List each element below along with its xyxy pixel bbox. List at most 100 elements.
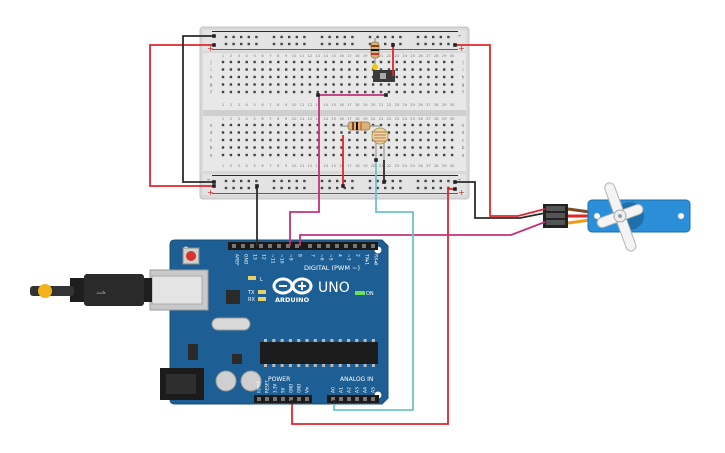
breadboard-hole[interactable] bbox=[348, 138, 351, 142]
breadboard-hole[interactable] bbox=[332, 83, 335, 86]
breadboard-hole[interactable] bbox=[411, 138, 414, 142]
breadboard-hole[interactable] bbox=[387, 68, 391, 71]
photoresistor-series-resistor[interactable] bbox=[340, 121, 380, 131]
rail-hole[interactable] bbox=[399, 186, 402, 190]
rail-hole[interactable] bbox=[288, 186, 291, 190]
breadboard-hole[interactable] bbox=[253, 123, 256, 127]
rail-hole[interactable] bbox=[224, 35, 228, 39]
breadboard-hole[interactable] bbox=[261, 68, 264, 71]
breadboard-hole[interactable] bbox=[435, 83, 438, 86]
power-pin-hole[interactable] bbox=[297, 397, 301, 401]
rail-hole[interactable] bbox=[384, 35, 387, 39]
rail-hole[interactable] bbox=[288, 35, 291, 39]
breadboard-hole[interactable] bbox=[356, 90, 359, 94]
breadboard-hole[interactable] bbox=[292, 90, 296, 94]
breadboard-hole[interactable] bbox=[308, 146, 312, 149]
breadboard-hole[interactable] bbox=[292, 60, 296, 64]
breadboard-hole[interactable] bbox=[245, 153, 248, 157]
breadboard-hole[interactable] bbox=[277, 123, 280, 127]
rail-hole[interactable] bbox=[399, 42, 402, 46]
breadboard-hole[interactable] bbox=[364, 138, 367, 142]
breadboard-hole[interactable] bbox=[411, 123, 414, 127]
breadboard-hole[interactable] bbox=[387, 123, 391, 127]
rail-hole[interactable] bbox=[240, 42, 243, 46]
breadboard-hole[interactable] bbox=[427, 83, 430, 86]
analog-pin-hole[interactable] bbox=[363, 397, 367, 401]
breadboard-hole[interactable] bbox=[324, 75, 327, 79]
power-pin-hole[interactable] bbox=[289, 397, 293, 401]
breadboard-hole[interactable] bbox=[277, 83, 280, 86]
breadboard-hole[interactable] bbox=[253, 83, 256, 86]
rail-hole[interactable] bbox=[432, 179, 435, 183]
power-pin-hole[interactable] bbox=[281, 397, 285, 401]
breadboard-hole[interactable] bbox=[285, 131, 288, 134]
breadboard-hole[interactable] bbox=[221, 131, 225, 134]
breadboard-hole[interactable] bbox=[229, 146, 233, 149]
breadboard-hole[interactable] bbox=[419, 68, 422, 71]
breadboard-hole[interactable] bbox=[300, 131, 304, 134]
rail-hole[interactable] bbox=[391, 186, 394, 190]
breadboard-hole[interactable] bbox=[427, 131, 430, 134]
breadboard-hole[interactable] bbox=[316, 60, 319, 64]
power-pin-hole[interactable] bbox=[257, 397, 261, 401]
breadboard-hole[interactable] bbox=[316, 153, 319, 157]
rail-hole[interactable] bbox=[343, 179, 346, 183]
breadboard-hole[interactable] bbox=[261, 83, 264, 86]
rail-hole[interactable] bbox=[343, 186, 346, 190]
breadboard-hole[interactable] bbox=[340, 68, 343, 71]
breadboard-hole[interactable] bbox=[443, 60, 446, 64]
breadboard-hole[interactable] bbox=[308, 131, 312, 134]
rail-hole[interactable] bbox=[247, 179, 250, 183]
breadboard-hole[interactable] bbox=[395, 90, 398, 94]
breadboard-hole[interactable] bbox=[340, 75, 343, 79]
breadboard-hole[interactable] bbox=[364, 60, 367, 64]
breadboard-hole[interactable] bbox=[411, 68, 414, 71]
rail-hole[interactable] bbox=[303, 42, 306, 46]
rail-hole[interactable] bbox=[416, 35, 420, 39]
breadboard-hole[interactable] bbox=[229, 123, 233, 127]
rail-hole[interactable] bbox=[447, 35, 450, 39]
rail-hole[interactable] bbox=[336, 179, 339, 183]
breadboard-hole[interactable] bbox=[300, 153, 304, 157]
rail-hole[interactable] bbox=[255, 42, 258, 46]
breadboard-hole[interactable] bbox=[419, 60, 422, 64]
breadboard-hole[interactable] bbox=[435, 90, 438, 94]
breadboard-hole[interactable] bbox=[443, 146, 446, 149]
breadboard-hole[interactable] bbox=[261, 138, 264, 142]
breadboard-hole[interactable] bbox=[450, 60, 454, 64]
rail-hole[interactable] bbox=[416, 186, 420, 190]
digital-pin-hole[interactable] bbox=[344, 244, 348, 248]
rail-hole[interactable] bbox=[351, 186, 354, 190]
rail-hole[interactable] bbox=[432, 35, 435, 39]
breadboard-hole[interactable] bbox=[427, 68, 430, 71]
rail-hole[interactable] bbox=[351, 35, 354, 39]
breadboard-hole[interactable] bbox=[403, 60, 406, 64]
power-pin-hole[interactable] bbox=[273, 397, 277, 401]
wire-black-left-rail-link[interactable] bbox=[182, 35, 214, 183]
breadboard-hole[interactable] bbox=[277, 146, 280, 149]
breadboard-hole[interactable] bbox=[427, 146, 430, 149]
breadboard-hole[interactable] bbox=[395, 60, 398, 64]
breadboard-hole[interactable] bbox=[277, 75, 280, 79]
digital-pin-hole[interactable] bbox=[335, 244, 339, 248]
breadboard-hole[interactable] bbox=[340, 153, 343, 157]
wire-red-servo-power[interactable] bbox=[455, 44, 546, 217]
breadboard-hole[interactable] bbox=[277, 153, 280, 157]
breadboard-hole[interactable] bbox=[403, 90, 406, 94]
breadboard-hole[interactable] bbox=[237, 138, 240, 142]
breadboard-hole[interactable] bbox=[379, 123, 383, 127]
breadboard-hole[interactable] bbox=[253, 153, 256, 157]
rail-hole[interactable] bbox=[351, 42, 354, 46]
breadboard-hole[interactable] bbox=[364, 83, 367, 86]
breadboard-hole[interactable] bbox=[285, 123, 288, 127]
breadboard-hole[interactable] bbox=[245, 90, 248, 94]
breadboard-hole[interactable] bbox=[292, 153, 296, 157]
rail-hole[interactable] bbox=[439, 186, 442, 190]
rail-hole[interactable] bbox=[328, 186, 331, 190]
breadboard-hole[interactable] bbox=[395, 75, 398, 79]
rail-hole[interactable] bbox=[439, 179, 442, 183]
breadboard-hole[interactable] bbox=[245, 83, 248, 86]
breadboard-hole[interactable] bbox=[332, 131, 335, 134]
breadboard-hole[interactable] bbox=[308, 60, 312, 64]
breadboard-hole[interactable] bbox=[316, 75, 319, 79]
